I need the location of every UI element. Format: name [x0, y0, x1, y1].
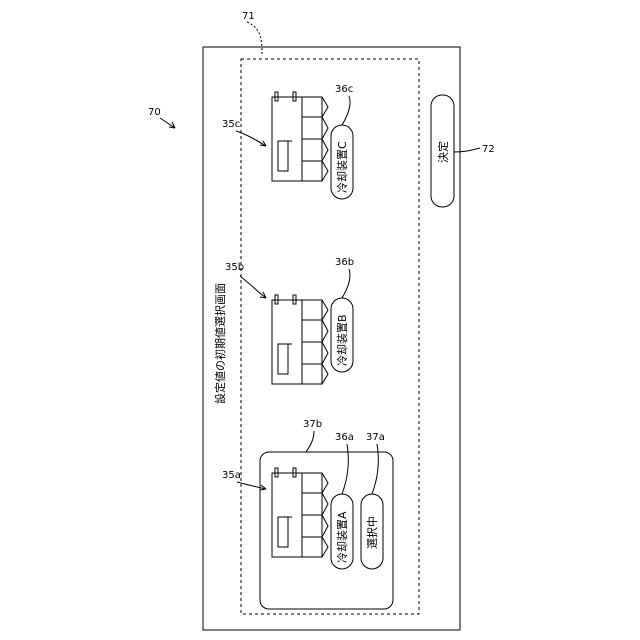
cooler-image-a[interactable] — [272, 468, 328, 557]
device-a-label: 冷却装置A — [336, 511, 349, 563]
cooler-image-c[interactable] — [272, 92, 328, 181]
leader-36b — [342, 269, 350, 298]
leader-35b — [240, 276, 266, 298]
ref-37b: 37b — [303, 419, 322, 430]
ref-37a: 37a — [366, 432, 385, 443]
cooler-image-b[interactable] — [272, 295, 328, 384]
ref-36a: 36a — [335, 432, 354, 443]
ref-71: 71 — [242, 11, 255, 22]
ref-70: 70 — [148, 107, 161, 118]
device-list-region — [241, 59, 419, 614]
ref-35c: 35c — [222, 119, 240, 130]
ref-72: 72 — [482, 144, 495, 155]
device-c-label: 冷却装置C — [336, 141, 349, 193]
leader-71 — [247, 22, 262, 55]
leader-36c — [342, 96, 350, 125]
device-b-label: 冷却装置B — [336, 314, 349, 366]
ref-35b: 35b — [225, 262, 244, 273]
selected-status-label: 選択中 — [365, 516, 379, 549]
ref-35a: 35a — [222, 470, 241, 481]
screen-title: 設定値の初期値選択画面 — [213, 283, 227, 404]
ref-36c: 36c — [335, 84, 353, 95]
leader-72 — [454, 148, 480, 152]
ref-36b: 36b — [335, 257, 354, 268]
leader-37b — [306, 431, 314, 452]
decide-label: 決定 — [436, 141, 450, 163]
